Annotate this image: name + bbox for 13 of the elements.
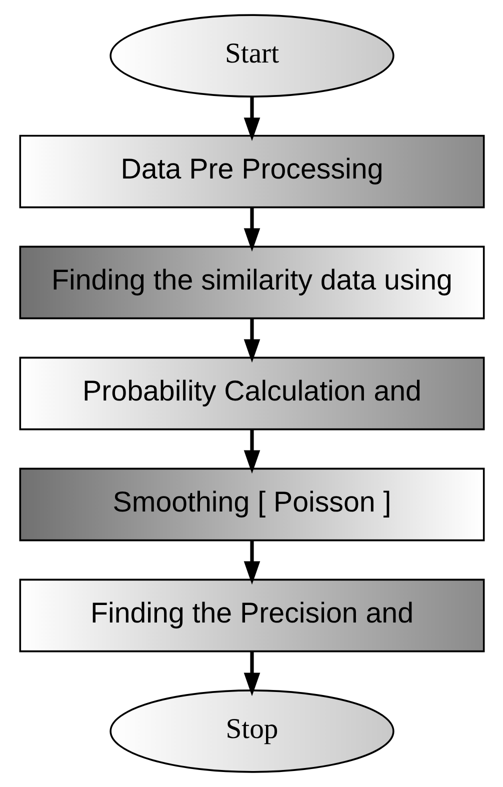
node-ellipse: Start: [109, 14, 394, 98]
node-box: Data Pre Processing: [18, 134, 484, 208]
arrow: [243, 208, 260, 252]
node-box: Finding the similarity data using: [18, 246, 484, 320]
node-box: Smoothing [ Poisson ]: [18, 468, 484, 542]
node-ellipse: Stop: [109, 690, 394, 773]
arrow: [243, 96, 260, 141]
arrow: [243, 318, 260, 363]
node-box: Probability Calculation and: [18, 356, 484, 430]
arrow: [243, 430, 260, 474]
arrow: [243, 540, 260, 585]
arrow: [243, 652, 260, 696]
node-box: Finding the Precision and: [18, 578, 484, 652]
